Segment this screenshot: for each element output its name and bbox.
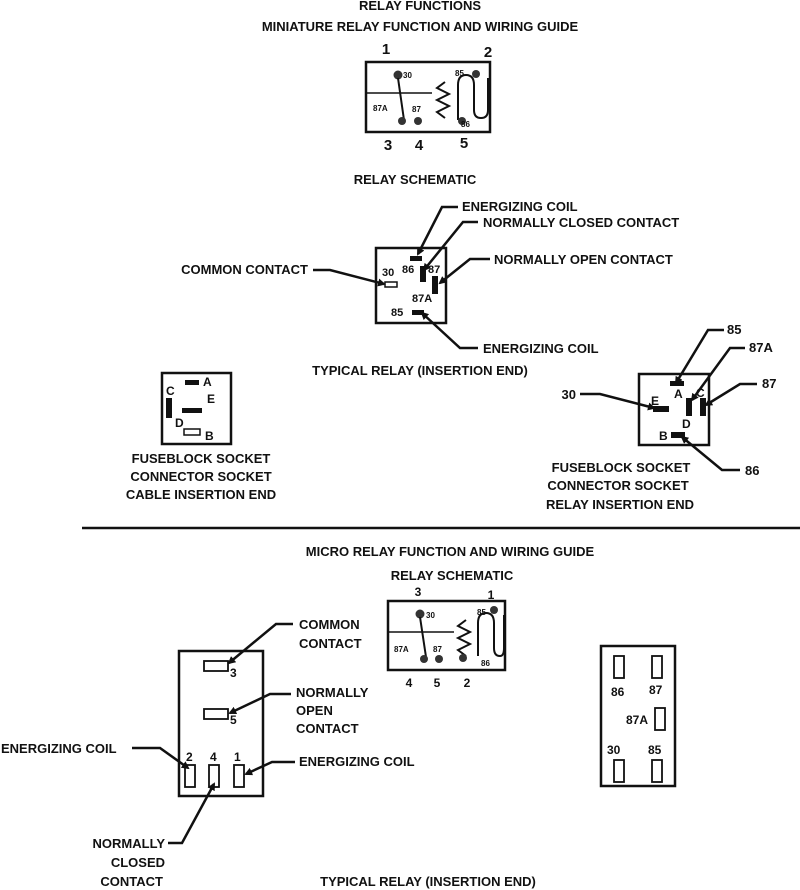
pin-number: 1 [488, 588, 495, 602]
normally-closed-label: CLOSED [111, 855, 165, 870]
socket-letter: B [659, 429, 668, 443]
energizing-coil-label: ENERGIZING COIL [483, 341, 599, 356]
pin-number: 1 [382, 41, 390, 58]
socket-letter: A [203, 375, 212, 389]
common-contact-label: CONTACT [299, 636, 362, 651]
mini-relay-schematic: 1 2 30 85 87A 87 86 3 4 5 [364, 41, 492, 154]
terminal-label: 85 [455, 69, 464, 78]
socket-letter: C [166, 384, 175, 398]
miniature-guide-title: MINIATURE RELAY FUNCTION AND WIRING GUID… [262, 19, 579, 34]
callout-label: 86 [745, 463, 759, 478]
socket-body [637, 372, 711, 447]
pin-number: 3 [415, 585, 422, 599]
terminal-label: 86 [461, 120, 470, 129]
typical-relay-caption: TYPICAL RELAY (INSERTION END) [312, 363, 528, 378]
terminal-label: 87 [433, 645, 442, 654]
socket-letter: B [205, 429, 214, 443]
fuseblock-socket-cable: A E C D B FUSEBLOCK SOCKET CONNECTOR SOC… [126, 371, 276, 502]
pin-label: 87 [428, 264, 440, 276]
typical-relay-top: 30 86 87 87A 85 ENERGIZING COIL NORMALLY… [181, 199, 679, 356]
micro-socket: 86 87 87A 30 85 [599, 644, 677, 788]
normally-closed-label: NORMALLY [93, 836, 166, 851]
page-title: RELAY FUNCTIONS [359, 0, 481, 13]
terminal-label: 87A [373, 104, 388, 113]
micro-schematic-title: RELAY SCHEMATIC [391, 568, 514, 583]
socket-letter: E [207, 392, 215, 406]
normally-open-label: NORMALLY OPEN CONTACT [494, 252, 673, 267]
energizing-coil-label: ENERGIZING COIL [462, 199, 578, 214]
pin-label: 4 [210, 750, 217, 764]
callout-label: 85 [727, 322, 741, 337]
normally-open-label: NORMALLY [296, 685, 369, 700]
pin-number: 5 [434, 676, 441, 690]
pin-number: 5 [460, 135, 468, 152]
socket-body [160, 371, 233, 446]
pin-label: 1 [234, 750, 241, 764]
terminal-label: 86 [481, 659, 490, 668]
socket-body [599, 644, 677, 788]
pin-number: 2 [484, 44, 492, 61]
socket-letter: E [651, 394, 659, 408]
caption-line: CONNECTOR SOCKET [547, 478, 688, 493]
terminal-label: 85 [477, 608, 486, 617]
callout-label: 30 [562, 387, 576, 402]
pin-label: 2 [186, 750, 193, 764]
terminal-label: 30 [403, 71, 412, 80]
socket-letter: C [696, 386, 705, 400]
socket-pin-label: 30 [607, 743, 621, 757]
normally-open-label: OPEN [296, 703, 333, 718]
fuseblock-socket-relay: A C E D B 85 87A 87 30 86 FUSEBLOCK SOCK… [546, 322, 777, 512]
caption-line: CABLE INSERTION END [126, 487, 276, 502]
relay-body [177, 649, 265, 798]
pin-label: 5 [230, 713, 237, 727]
caption-line: CONNECTOR SOCKET [130, 469, 271, 484]
energizing-coil-label: ENERGIZING COIL [1, 741, 117, 756]
pin-label: 85 [391, 307, 403, 319]
pin-label: 86 [402, 264, 414, 276]
socket-pin-label: 86 [611, 685, 625, 699]
common-contact-label: COMMON [299, 617, 360, 632]
energizing-coil-label: ENERGIZING COIL [299, 754, 415, 769]
pin-number: 4 [406, 676, 413, 690]
pin-label: 87A [412, 293, 432, 305]
pin-number: 2 [464, 676, 471, 690]
terminal-label: 30 [426, 611, 435, 620]
pin-number: 4 [415, 137, 424, 154]
socket-pin-label: 85 [648, 743, 662, 757]
micro-relay-caption: TYPICAL RELAY (INSERTION END) [320, 874, 536, 889]
socket-letter: A [674, 387, 683, 401]
common-contact-label: COMMON CONTACT [181, 262, 308, 277]
normally-closed-label: NORMALLY CLOSED CONTACT [483, 215, 679, 230]
callout-label: 87A [749, 340, 773, 355]
terminal-label: 87A [394, 645, 409, 654]
normally-open-label: CONTACT [296, 721, 359, 736]
micro-relay-schematic: 3 1 30 85 87A 87 86 4 5 2 [386, 585, 507, 690]
pin-number: 3 [384, 137, 392, 154]
caption-line: FUSEBLOCK SOCKET [552, 460, 691, 475]
normally-closed-label: CONTACT [100, 874, 163, 889]
socket-pin-label: 87A [626, 713, 648, 727]
terminal-label: 87 [412, 105, 421, 114]
callout-label: 87 [762, 376, 776, 391]
pin-label: 3 [230, 666, 237, 680]
socket-pin-label: 87 [649, 683, 663, 697]
relay-body [374, 246, 448, 325]
caption-line: FUSEBLOCK SOCKET [132, 451, 271, 466]
pin-label: 30 [382, 267, 394, 279]
relay-schematic-title: RELAY SCHEMATIC [354, 172, 477, 187]
micro-typical-relay: 3 5 2 4 1 COMMON CONTACT NORMALLY OPEN C… [1, 617, 415, 889]
schematic-box [364, 60, 492, 134]
socket-letter: D [682, 417, 691, 431]
socket-letter: D [175, 416, 184, 430]
micro-guide-title: MICRO RELAY FUNCTION AND WIRING GUIDE [306, 544, 595, 559]
caption-line: RELAY INSERTION END [546, 497, 694, 512]
